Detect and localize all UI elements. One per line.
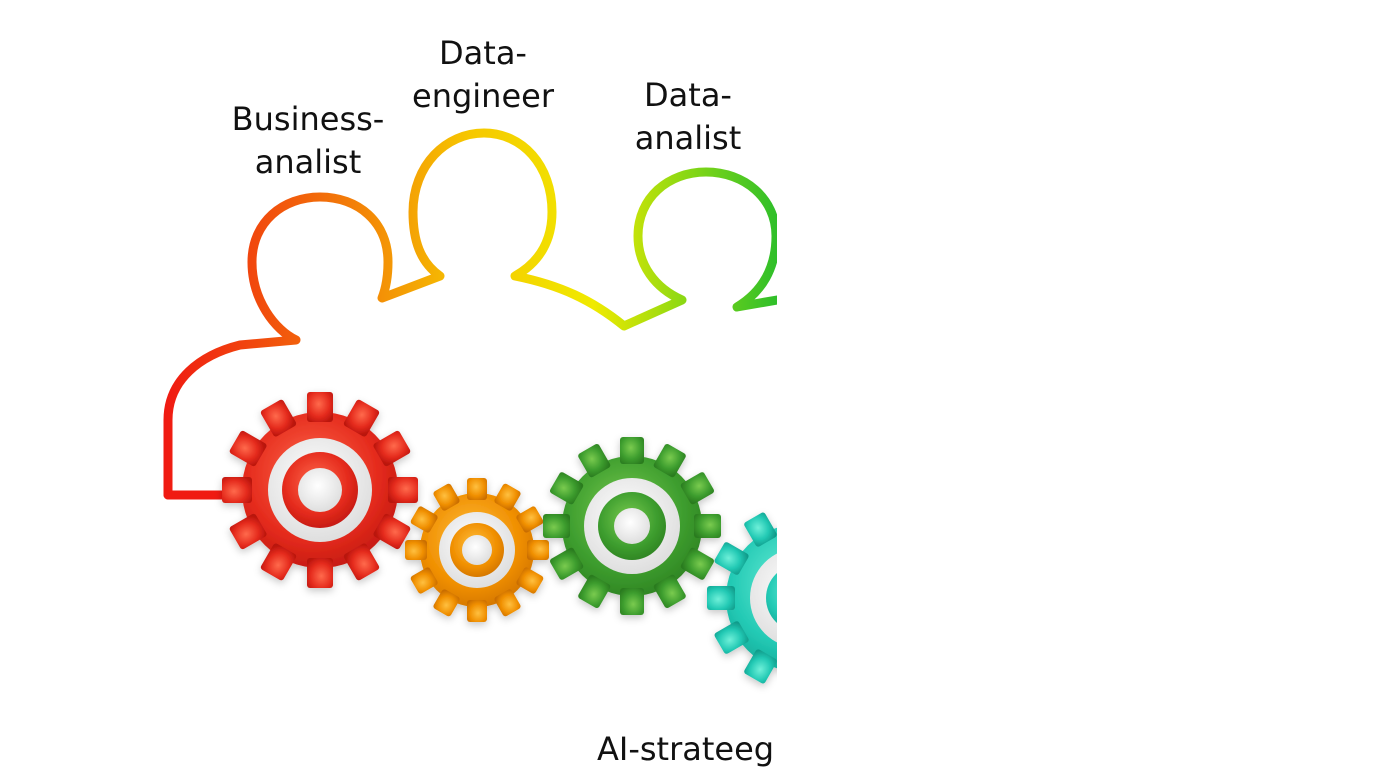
label-data-engineer-line2: engineer <box>412 77 554 115</box>
label-data-analist-line1: Data- <box>644 76 732 114</box>
label-data-engineer-line1: Data- <box>439 34 527 72</box>
label-business-analist: Business- analist <box>228 98 388 184</box>
label-ai-strateeg: AI-strateeg <box>597 730 775 768</box>
label-business-analist-line1: Business- <box>231 100 385 138</box>
label-data-analist: Data- analist <box>628 74 748 160</box>
gear-icon <box>707 512 777 684</box>
gear-icon <box>222 392 418 588</box>
label-data-engineer: Data- engineer <box>408 32 558 118</box>
gear-icon <box>405 478 549 622</box>
label-business-analist-line2: analist <box>254 143 362 181</box>
label-ai-strateeg-clip: AI-strateeg <box>560 728 776 768</box>
label-data-analist-line2: analist <box>634 119 742 157</box>
gear-icon <box>543 437 721 615</box>
people-outline-icon <box>163 128 777 500</box>
